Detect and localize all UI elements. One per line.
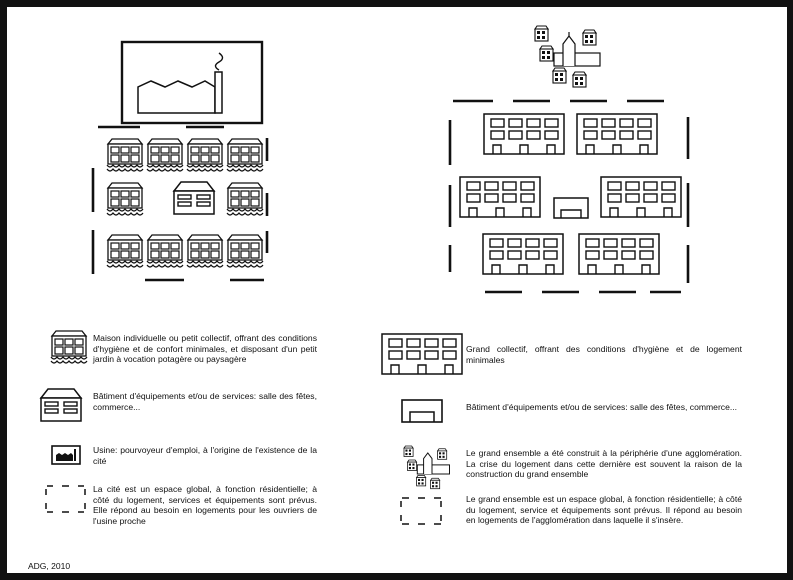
legend-ensemble-boundary-text: Le grand ensemble est un espace global, … [466, 494, 742, 526]
legend-town-cluster-text: Le grand ensemble a été construit à la p… [466, 448, 742, 480]
legend-house-icon [50, 330, 88, 364]
legend-cite-boundary-text: La cité est un espace global, à fonction… [93, 484, 317, 526]
legend-house-text: Maison individuelle ou petit collectif, … [93, 333, 317, 365]
grand-ensemble-boundary [448, 99, 690, 294]
legend-apartment-text: Grand collectif, offrant des conditions … [466, 344, 742, 365]
cite-service-building [173, 181, 215, 215]
legend-service-text-left: Bâtiment d'équipements et/ou de services… [93, 391, 317, 412]
legend-apartment-block-icon [381, 333, 463, 375]
legend-service-building-icon [40, 388, 82, 422]
grand-ensemble-blocks [459, 113, 682, 275]
grand-ensemble-equipment [553, 197, 589, 219]
agglomeration-cluster [534, 25, 601, 88]
legend-town-cluster-icon [403, 445, 450, 490]
legend-service-text-right: Bâtiment d'équipements et/ou de services… [466, 402, 738, 412]
legend-dashed-boundary-icon-left [45, 485, 86, 513]
legend-factory-text: Usine: pourvoyeur d'emploi, à l'origine … [93, 445, 317, 466]
legend-factory-icon [51, 445, 81, 465]
factory [120, 40, 264, 125]
legend-dashed-boundary-icon-right [400, 497, 442, 525]
credit-text: ADG, 2010 [28, 561, 71, 571]
cite-boundary [91, 125, 269, 282]
legend-equipment-icon [401, 399, 443, 423]
